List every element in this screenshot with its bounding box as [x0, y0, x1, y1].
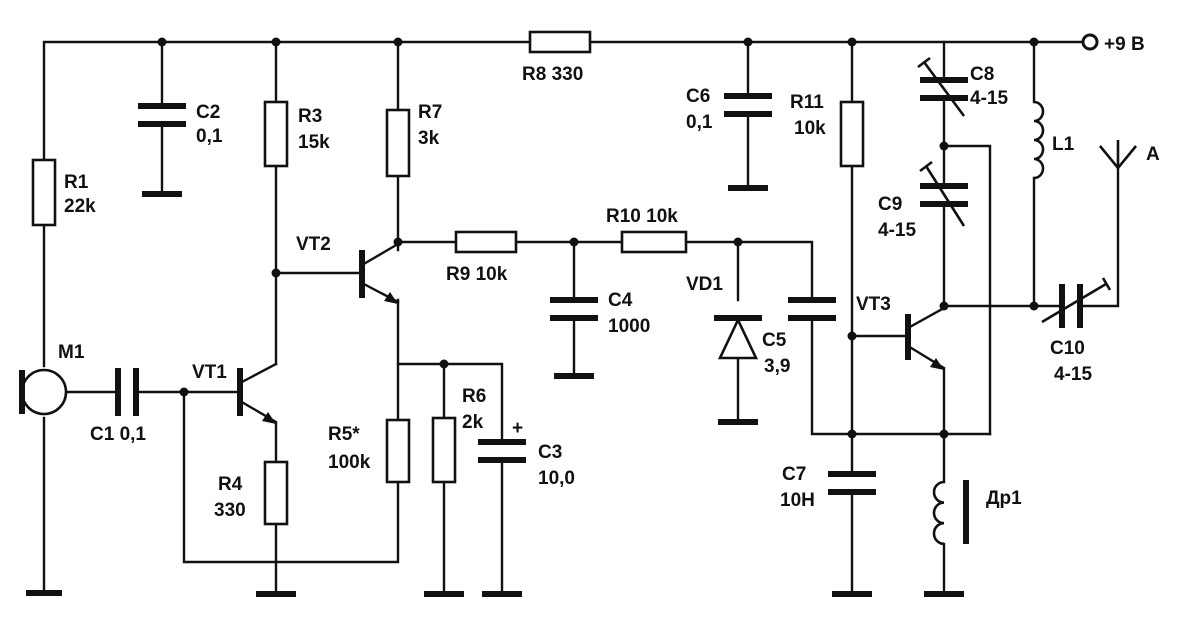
label-L1: L1 [1052, 134, 1075, 155]
label-C1: C1 0,1 [90, 424, 146, 445]
label-C2-ref: C2 [196, 102, 220, 123]
capacitor-C2 [138, 103, 186, 127]
label-R5-value: 100k [328, 452, 371, 473]
choke-Dr1 [932, 480, 969, 546]
antenna-A [1098, 140, 1138, 171]
resistor-R4 [263, 460, 289, 526]
resistor-R11 [839, 100, 865, 168]
label-R6-value: 2k [462, 412, 484, 433]
label-C9-ref: C9 [878, 194, 902, 215]
capacitor-C4 [550, 297, 598, 321]
trimmer-capacitor-C8 [917, 56, 968, 117]
resistor-R1 [31, 158, 57, 227]
label-C5-ref: C5 [762, 330, 787, 351]
capacitor-C7 [828, 471, 876, 495]
label-R9: R9 10k [446, 264, 508, 285]
resistor-R5 [385, 418, 411, 484]
transistor-VT2 [359, 242, 400, 304]
inductor-L1 [1033, 100, 1045, 180]
ground-symbols [26, 185, 964, 597]
resistor-R6 [431, 416, 457, 484]
label-VT1: VT1 [192, 362, 227, 383]
label-C10-ref: C10 [1050, 338, 1085, 359]
label-C6-ref: C6 [686, 86, 710, 107]
label-M1: M1 [58, 342, 85, 363]
capacitors [115, 56, 1112, 495]
label-antenna: A [1146, 144, 1160, 165]
label-VT3: VT3 [856, 294, 891, 315]
resistor-R8 [528, 30, 592, 54]
label-VD1: VD1 [686, 274, 723, 295]
label-R8: R8 330 [522, 64, 583, 85]
trimmer-capacitor-C10 [1041, 277, 1112, 328]
microphone-M1 [19, 368, 68, 416]
label-R1-ref: R1 [64, 172, 89, 193]
label-R4-value: 330 [214, 500, 246, 521]
label-R3-value: 15k [298, 132, 330, 153]
label-R1-value: 22k [64, 196, 96, 217]
label-R3-ref: R3 [298, 106, 322, 127]
diode-VD1 [714, 315, 762, 360]
label-R11-ref: R11 [790, 92, 824, 113]
label-C8-value: 4-15 [970, 88, 1008, 109]
label-Dr1: Др1 [986, 488, 1022, 509]
resistor-R9 [454, 230, 518, 254]
label-C4-value: 1000 [608, 316, 650, 337]
label-VT2: VT2 [296, 234, 331, 255]
labels: R1 22k C2 0,1 R3 15k R7 3k R8 330 C6 0,1… [58, 34, 1160, 521]
label-C10-value: 4-15 [1054, 364, 1092, 385]
label-C7-ref: C7 [782, 464, 806, 485]
label-C4-ref: C4 [608, 290, 633, 311]
capacitor-C3 [478, 439, 526, 463]
label-R7-value: 3k [418, 128, 440, 149]
transistor-VT3 [905, 306, 946, 370]
label-R11-value: 10k [794, 118, 826, 139]
capacitor-C5 [788, 297, 836, 321]
label-C7-value: 10Н [780, 490, 815, 511]
label-C2-value: 0,1 [196, 126, 223, 147]
capacitor-C6 [724, 93, 772, 117]
resistor-R3 [263, 100, 289, 168]
resistor-R7 [385, 108, 411, 178]
label-C8-ref: C8 [970, 64, 994, 85]
resistors [31, 30, 865, 526]
label-C3-value: 10,0 [538, 468, 575, 489]
label-C3-polarity: + [512, 418, 523, 439]
label-supply: +9 В [1104, 34, 1145, 55]
trimmer-capacitor-C9 [919, 160, 968, 227]
resistor-R10 [620, 230, 688, 254]
label-R7-ref: R7 [418, 102, 442, 123]
transistor-VT1 [237, 362, 278, 424]
label-C9-value: 4-15 [878, 220, 916, 241]
label-C3-ref: C3 [538, 442, 562, 463]
junction-dots [157, 37, 1039, 439]
supply-terminal [1081, 33, 1099, 51]
label-C5-value: 3,9 [764, 356, 790, 377]
label-R10: R10 10k [606, 206, 678, 227]
label-R6-ref: R6 [462, 386, 486, 407]
capacitor-C1 [115, 368, 139, 416]
label-C6-value: 0,1 [686, 112, 713, 133]
label-R5-ref: R5* [328, 424, 360, 445]
label-R4-ref: R4 [218, 474, 243, 495]
